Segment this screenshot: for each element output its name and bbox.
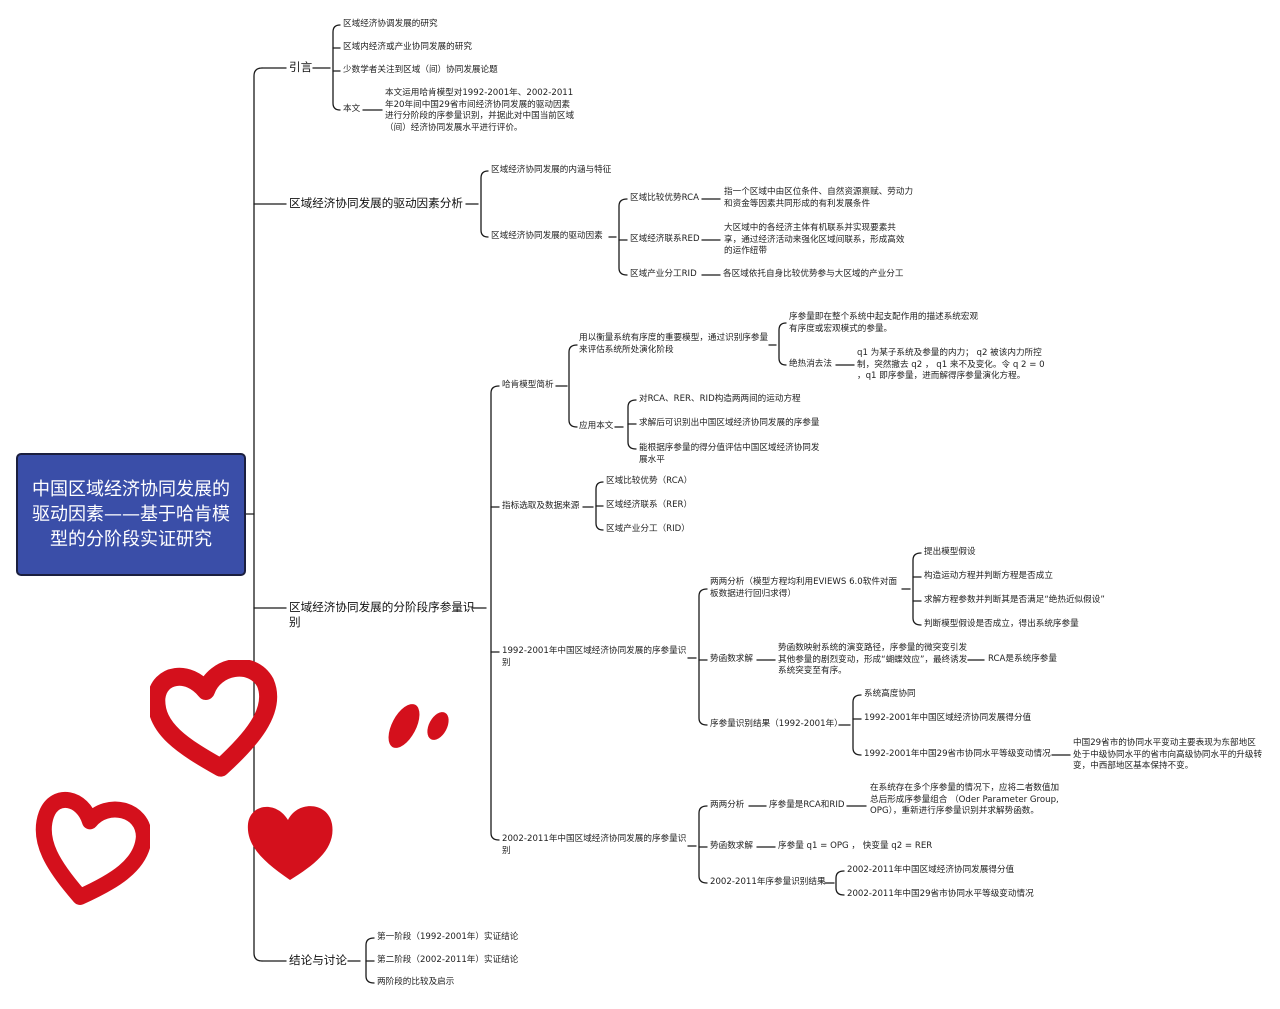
phase2-identification[interactable]: 2002-2011年中国区域经济协同发展的序参量识别 xyxy=(502,834,687,856)
indicator-item[interactable]: 区域产业分工（RID） xyxy=(606,524,690,534)
branch-intro[interactable]: 引言 xyxy=(289,60,313,74)
drivers-factors[interactable]: 区域经济协同发展的驱动因素 xyxy=(491,231,603,241)
adiabatic-elimination[interactable]: 绝热消去法 xyxy=(789,359,832,369)
driver-rca-text: 指一个区域中由区位条件、自然资源禀赋、劳动力和资金等因素共同形成的有利发展条件 xyxy=(724,187,914,209)
phase2-result[interactable]: 2002-2011年序参量识别结果 xyxy=(710,877,826,887)
branch-phases[interactable]: 区域经济协同发展的分阶段序参量识别 xyxy=(289,600,475,629)
branch-drivers[interactable]: 区域经济协同发展的驱动因素分析 xyxy=(289,196,463,210)
phase1-pair-step[interactable]: 提出模型假设 xyxy=(924,547,976,557)
phase1-pair-step[interactable]: 构造运动方程并判断方程是否成立 xyxy=(924,571,1053,581)
phase2-potential[interactable]: 势函数求解 xyxy=(710,841,753,851)
haken-model[interactable]: 哈肯模型简析 xyxy=(502,380,554,390)
intro-item[interactable]: 区域经济协调发展的研究 xyxy=(343,19,438,29)
phase1-result-item[interactable]: 1992-2001年中国区域经济协同发展得分值 xyxy=(864,713,1032,723)
conclusion-item[interactable]: 第二阶段（2002-2011年）实证结论 xyxy=(377,955,519,965)
intro-item[interactable]: 本文 xyxy=(343,104,361,114)
phase1-result[interactable]: 序参量识别结果（1992-2001年） xyxy=(710,719,843,729)
driver-red[interactable]: 区域经济联系RED xyxy=(630,234,700,244)
apply-item[interactable]: 能根据序参量的得分值评估中国区域经济协同发展水平 xyxy=(639,443,820,465)
phase1-potential[interactable]: 势函数求解 xyxy=(710,654,753,664)
intro-item[interactable]: 区域内经济或产业协同发展的研究 xyxy=(343,42,472,52)
heart-outline-icon xyxy=(35,792,150,905)
conclusion-item[interactable]: 两阶段的比较及启示 xyxy=(377,977,455,987)
apply-item[interactable]: 求解后可识别出中国区域经济协同发展的序参量 xyxy=(639,418,820,428)
driver-rid[interactable]: 区域产业分工RID xyxy=(630,269,697,279)
driver-red-text: 大区域中的各经济主体有机联系并实现要素共享，通过经济活动来强化区域间联系，形成高… xyxy=(724,223,905,256)
branch-conclusion[interactable]: 结论与讨论 xyxy=(289,953,347,967)
phase1-pair-step[interactable]: 求解方程参数并判断其是否满足“绝热近似假设” xyxy=(924,595,1105,605)
phase2-result-item[interactable]: 2002-2011年中国29省市协同水平等级变动情况 xyxy=(847,889,1034,899)
indicator-item[interactable]: 区域经济联系（RER） xyxy=(606,500,693,510)
heart-petals-icon xyxy=(388,704,449,748)
adiabatic-text: q1 为某子系统及参量的内力； q2 被该内力所控制，突然撤去 q2 ， q1 … xyxy=(857,348,1045,381)
phase2-potential-text: 序参量 q1 = OPG ， 快变量 q2 = RER xyxy=(778,841,933,851)
heart-outline-icon xyxy=(150,660,278,777)
indicator-item[interactable]: 区域比较优势（RCA） xyxy=(606,476,693,486)
phase1-potential-text: 势函数映射系统的演变路径，序参量的微突变引发其他参量的剧烈变动，形成“蝴蝶效应”… xyxy=(778,643,968,676)
haken-use[interactable]: 用以衡量系统有序度的重要模型，通过识别序参量来评估系统所处演化阶段 xyxy=(579,333,769,355)
phase2-result-item[interactable]: 2002-2011年中国区域经济协同发展得分值 xyxy=(847,865,1015,875)
phase1-identification[interactable]: 1992-2001年中国区域经济协同发展的序参量识别 xyxy=(502,646,687,668)
indicators[interactable]: 指标选取及数据来源 xyxy=(502,501,580,511)
phase1-result-item[interactable]: 系统高度协同 xyxy=(864,689,916,699)
phase1-pair-step[interactable]: 判断模型假设是否成立，得出系统序参量 xyxy=(924,619,1079,629)
driver-rid-text: 各区域依托自身比较优势参与大区域的产业分工 xyxy=(723,269,904,279)
order-param-definition: 序参量即在整个系统中起支配作用的描述系统宏观有序度或宏观模式的参量。 xyxy=(789,312,979,334)
drivers-connotation[interactable]: 区域经济协同发展的内涵与特征 xyxy=(491,165,612,175)
heart-filled-icon xyxy=(247,806,333,880)
apply-to-paper[interactable]: 应用本文 xyxy=(579,421,614,431)
root-topic[interactable]: 中国区域经济协同发展的驱动因素——基于哈肯模型的分阶段实证研究 xyxy=(16,453,246,576)
phase2-pairwise[interactable]: 两两分析 xyxy=(710,800,745,810)
intro-benwen-text: 本文运用哈肯模型对1992-2001年、2002-2011年20年间中国29省市… xyxy=(385,88,575,133)
apply-item[interactable]: 对RCA、RER、RID构造两两间的运动方程 xyxy=(639,394,801,404)
intro-item[interactable]: 少数学者关注到区域（间）协同发展论题 xyxy=(343,65,498,75)
phase1-potential-result[interactable]: RCA是系统序参量 xyxy=(988,654,1057,664)
driver-rca[interactable]: 区域比较优势RCA xyxy=(630,193,699,203)
phase1-result-text: 中国29省市的协同水平变动主要表现为东部地区处于中级协同水平的省市向高级协同水平… xyxy=(1073,738,1263,771)
phase2-pair-text: 在系统存在多个序参量的情况下，应将二者数值加总后形成序参量组合 （Oder Pa… xyxy=(870,783,1060,816)
conclusion-item[interactable]: 第一阶段（1992-2001年）实证结论 xyxy=(377,932,519,942)
phase1-result-item[interactable]: 1992-2001年中国29省市协同水平等级变动情况 xyxy=(864,749,1051,759)
phase1-pairwise[interactable]: 两两分析（模型方程均利用EVIEWS 6.0软件对面板数据进行回归求得） xyxy=(710,577,898,599)
phase2-pair-mid[interactable]: 序参量是RCA和RID xyxy=(769,800,845,810)
